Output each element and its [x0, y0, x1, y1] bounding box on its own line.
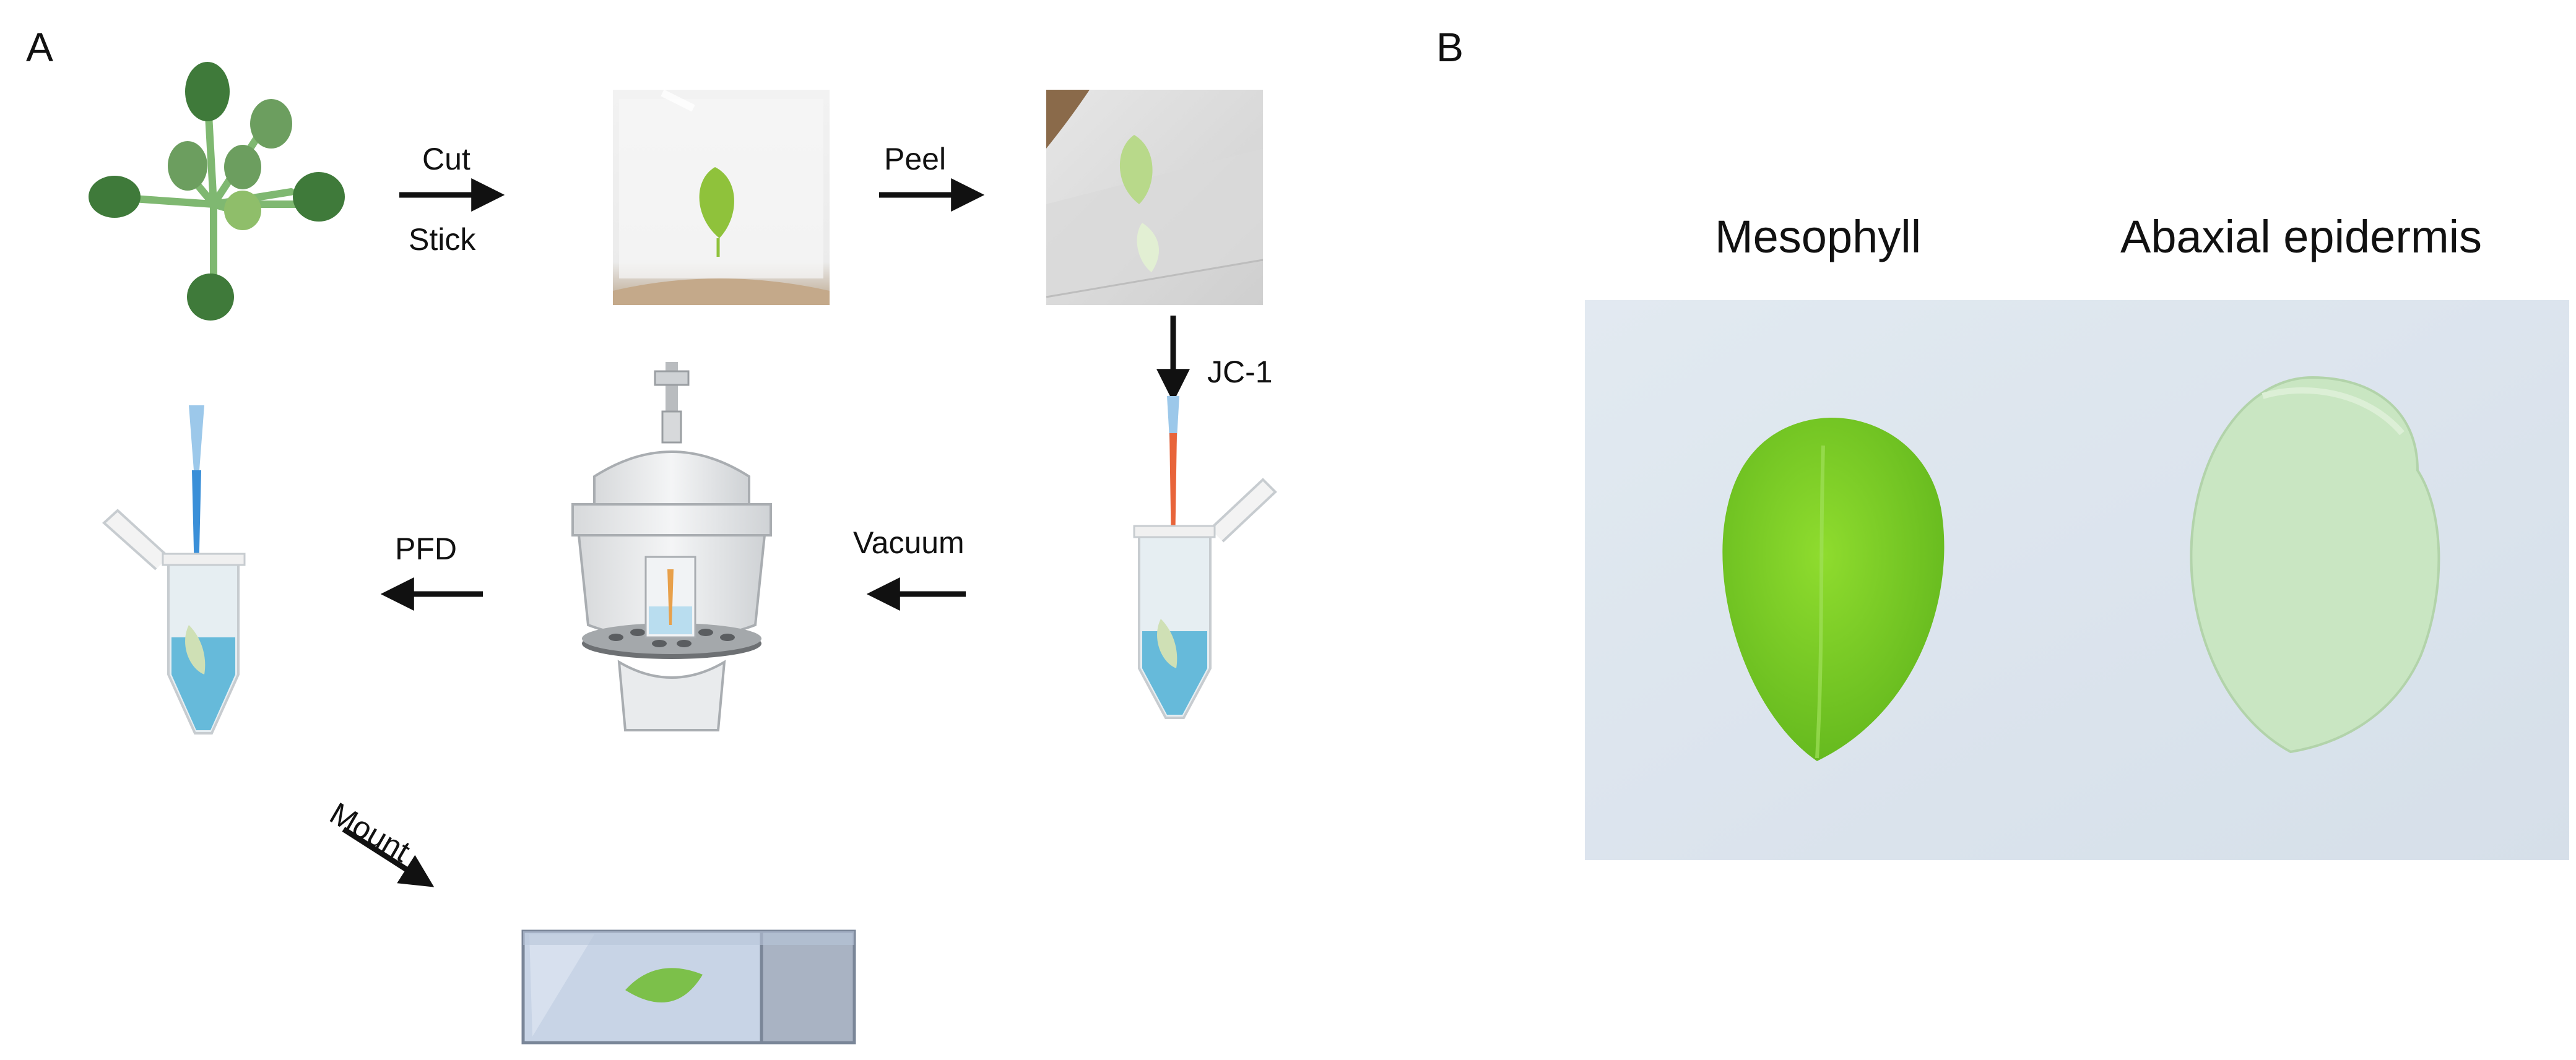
abaxial-epidermis-leaf — [2190, 376, 2440, 754]
cut-label: Cut — [422, 142, 471, 176]
vacuum-desiccator-icon — [571, 362, 772, 731]
pfd-label: PFD — [395, 532, 457, 566]
leaf-comparison-photo — [1585, 300, 2569, 860]
stick-label: Stick — [409, 222, 476, 257]
panel-letter-a: A — [26, 24, 54, 70]
mesophyll-label: Mesophyll — [1715, 211, 1922, 262]
peel-label: Peel — [884, 142, 947, 176]
microscope-slide-icon — [521, 929, 856, 1045]
mount-arrow — [342, 827, 435, 887]
leaf-on-tape-photo — [613, 89, 830, 305]
pfd-tube-icon — [102, 405, 246, 735]
rosette-plant-icon — [89, 62, 345, 321]
vacuum-label: Vacuum — [853, 525, 965, 560]
jc1-tube-icon — [1133, 396, 1277, 719]
abaxial-epidermis-label: Abaxial epidermis — [2120, 211, 2483, 262]
jc1-label: JC-1 — [1207, 355, 1273, 389]
panel-letter-b: B — [1436, 24, 1464, 70]
peeling-photo — [1046, 90, 1264, 305]
mesophyll-leaf — [1722, 418, 1945, 761]
